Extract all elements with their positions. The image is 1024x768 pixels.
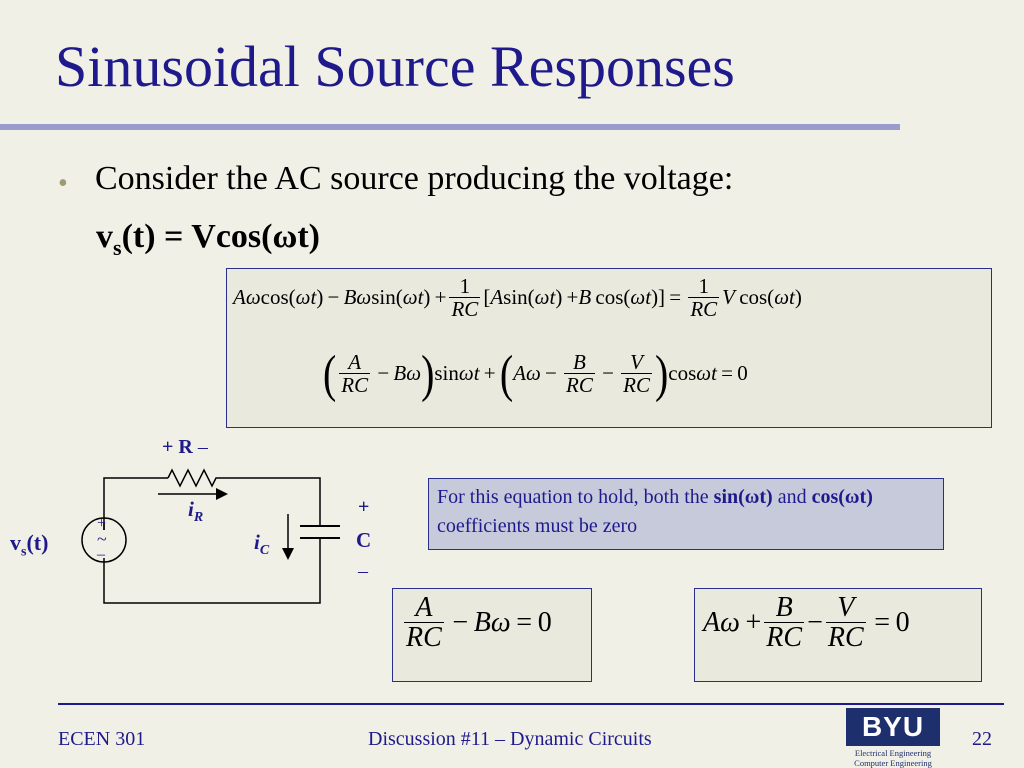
bullet-text: Consider the AC source producing the vol… bbox=[95, 160, 734, 197]
ir-arrow bbox=[216, 488, 228, 500]
capacitor-label: C bbox=[356, 528, 372, 552]
source-equation-v: v bbox=[96, 218, 113, 255]
byu-logo-line2: Computer Engineering bbox=[854, 758, 932, 768]
title-underline bbox=[0, 124, 900, 130]
source-plus: + bbox=[97, 515, 107, 532]
bullet-marker: • bbox=[58, 168, 68, 199]
rc-circuit bbox=[81, 468, 340, 604]
byu-logo-wordmark: BYU bbox=[846, 708, 940, 746]
capacitor-minus: – bbox=[358, 560, 368, 582]
ic-label: iC bbox=[254, 530, 270, 559]
byu-logo-line1: Electrical Engineering bbox=[854, 748, 932, 758]
ir-label: iR bbox=[188, 497, 204, 526]
source-equation-rest: (t) = Vcos(ωt) bbox=[121, 218, 320, 255]
footer-course: ECEN 301 bbox=[58, 728, 146, 750]
slide-title: Sinusoidal Source Responses bbox=[55, 34, 735, 99]
page-number: 22 bbox=[972, 728, 992, 750]
footer-topic: Discussion #11 – Dynamic Circuits bbox=[368, 728, 652, 750]
byu-logo: BYU Electrical Engineering Computer Engi… bbox=[846, 708, 940, 768]
source-tilde: ~ bbox=[97, 529, 107, 549]
resistor-label: + R – bbox=[162, 436, 208, 458]
capacitor-plus: + bbox=[358, 496, 370, 518]
source-voltage-label: vs(t) bbox=[10, 530, 49, 560]
source-equation: vs(t) = Vcos(ωt) bbox=[96, 218, 320, 261]
footer-rule bbox=[58, 703, 1004, 705]
resistor-symbol bbox=[167, 468, 220, 488]
source-equation-sub: s bbox=[113, 234, 122, 260]
ac-source-symbol bbox=[81, 517, 127, 563]
note-box: For this equation to hold, both the sin(… bbox=[428, 478, 944, 550]
source-minus: – bbox=[97, 546, 105, 563]
ic-arrow bbox=[282, 548, 294, 560]
